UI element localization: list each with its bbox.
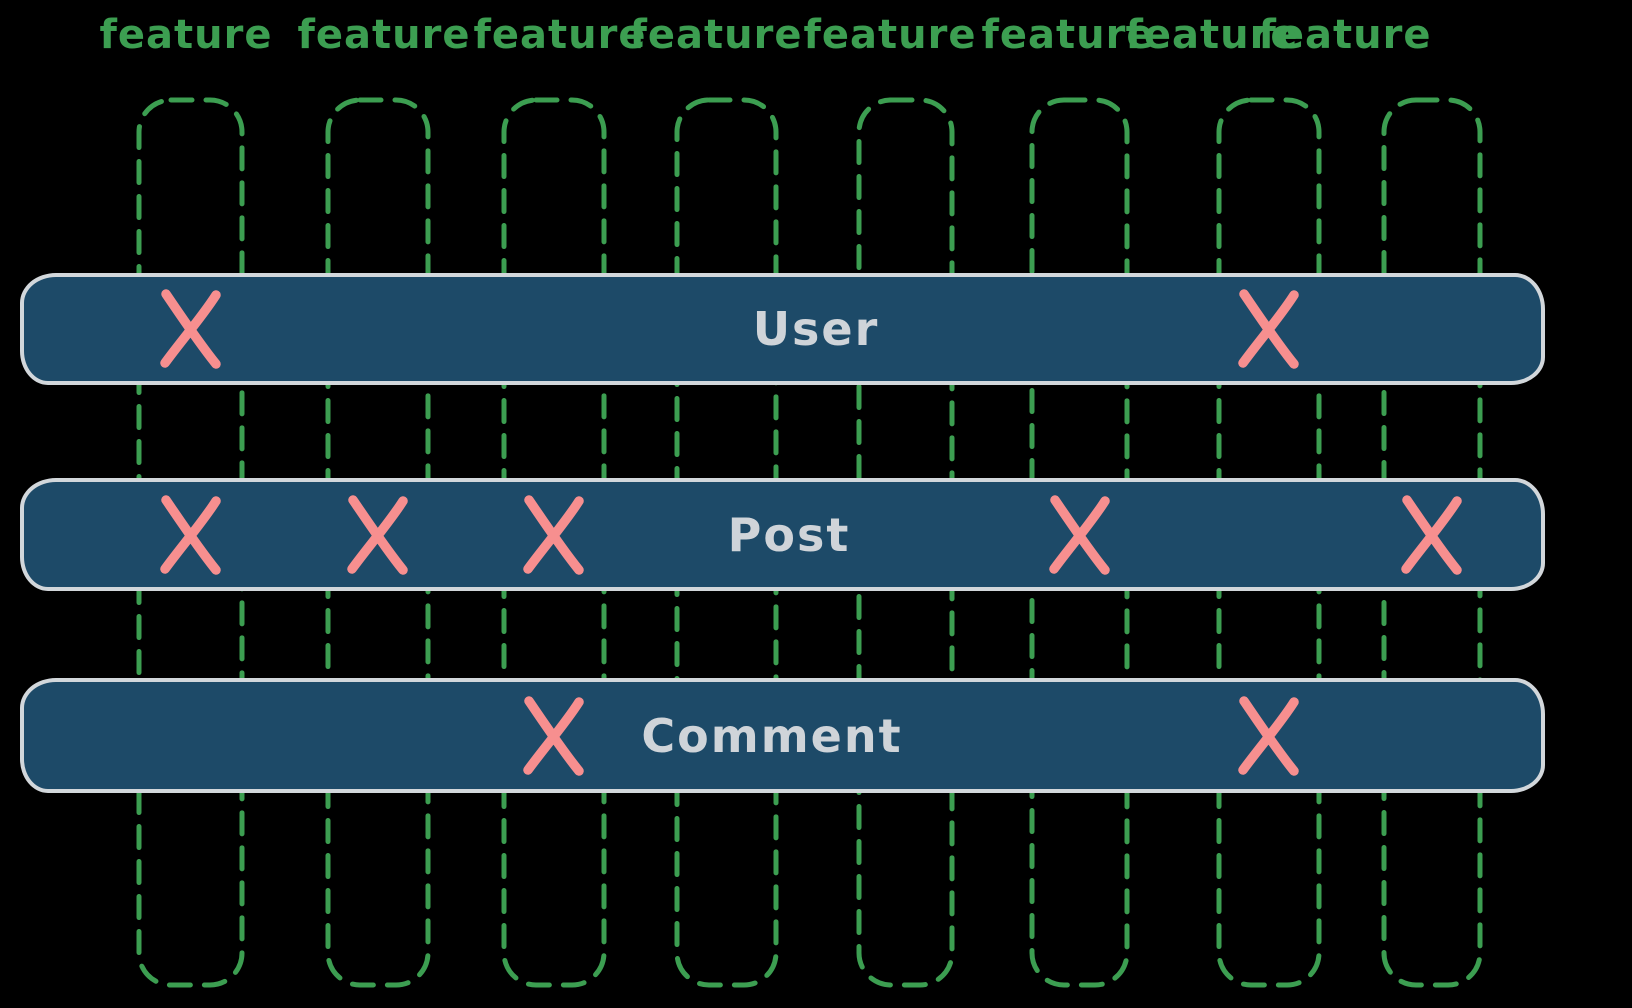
entity-row-label-post: Post <box>727 507 851 562</box>
x-mark-post-feature-6 <box>1048 494 1110 575</box>
x-mark-stroke <box>523 495 584 574</box>
x-mark-comment-feature-3 <box>523 695 584 776</box>
x-mark-post-feature-3 <box>523 494 584 575</box>
x-mark-stroke <box>1238 696 1299 775</box>
x-mark-post-feature-1 <box>159 494 221 575</box>
entity-row-post: Post <box>20 478 1545 591</box>
entity-row-label-user: User <box>752 302 880 356</box>
x-mark-stroke <box>347 495 408 574</box>
x-mark-stroke <box>1048 495 1110 574</box>
x-mark-comment-feature-7 <box>1238 695 1299 776</box>
entity-row-user: User <box>20 273 1545 385</box>
feature-column-label-2: feature <box>297 12 471 58</box>
feature-column-label-1: feature <box>99 12 273 58</box>
feature-column-label-8: feature <box>1258 12 1432 58</box>
x-mark-stroke <box>523 696 584 775</box>
x-mark-stroke <box>1401 495 1462 574</box>
x-mark-stroke <box>1238 290 1299 368</box>
entity-row-label-comment: Comment <box>641 708 903 763</box>
x-mark-stroke <box>159 495 221 574</box>
x-mark-post-feature-8 <box>1401 494 1462 575</box>
x-mark-post-feature-2 <box>347 494 408 575</box>
x-mark-stroke <box>159 290 221 368</box>
x-mark-user-feature-1 <box>159 289 221 369</box>
feature-column-label-4: feature <box>629 12 803 58</box>
feature-column-label-3: feature <box>473 12 647 58</box>
x-mark-user-feature-7 <box>1238 289 1299 369</box>
feature-column-label-6: feature <box>981 12 1155 58</box>
feature-column-label-7: feature <box>1125 12 1299 58</box>
entity-row-comment: Comment <box>20 678 1545 793</box>
feature-column-label-5: feature <box>803 12 977 58</box>
